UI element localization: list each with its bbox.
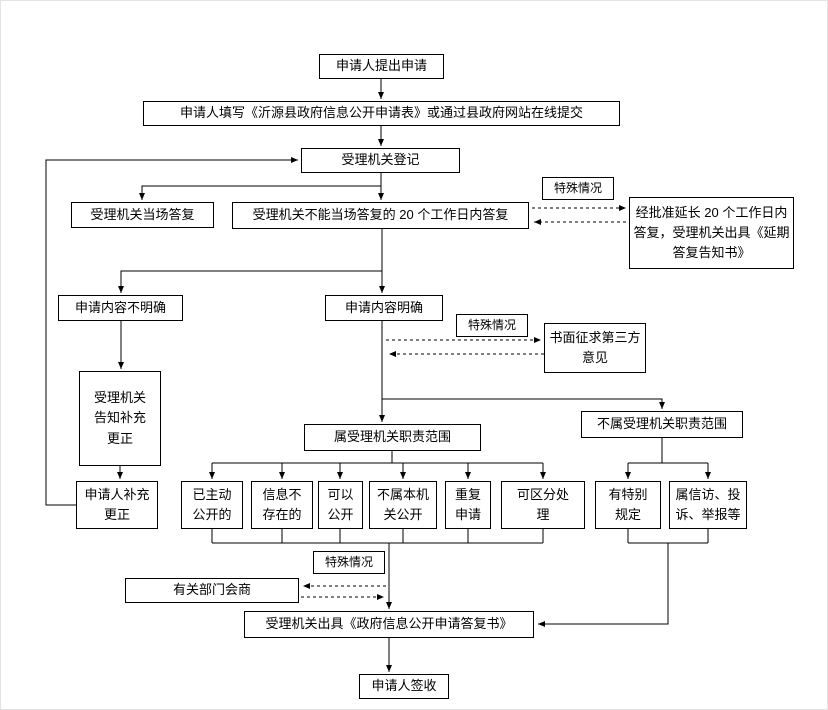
- arrow-right-reply: [538, 543, 669, 627]
- node-not-this-agency: 不属本机关公开: [369, 481, 437, 529]
- node-issue-reply: 受理机关出具《政府信息公开申请答复书》: [244, 611, 534, 638]
- arrow-supplement-register-loop: [45, 157, 298, 506]
- line-right-collect: [627, 529, 709, 544]
- line-results-collect: [211, 529, 544, 544]
- node-separable-handling: 可区分处理: [501, 481, 585, 529]
- node-petition-complaint: 属信访、投诉、举报等: [669, 481, 747, 529]
- node-notify-supplement: 受理机关告知补充更正: [79, 371, 161, 466]
- line-inscope-branch: [212, 451, 543, 464]
- node-fill-form: 申请人填写《沂源县政府信息公开申请表》或通过县政府网站在线提交: [143, 101, 620, 126]
- node-info-not-exist: 信息不存在的: [251, 481, 313, 529]
- node-reply-20days: 受理机关不能当场答复的 20 个工作日内答复: [232, 202, 529, 229]
- node-onspot-reply: 受理机关当场答复: [71, 202, 214, 228]
- node-can-disclose: 可以公开: [318, 481, 363, 529]
- node-repeat-application: 重复申请: [445, 481, 491, 529]
- node-special-provisions: 有特别规定: [595, 481, 661, 529]
- node-register: 受理机关登记: [301, 148, 460, 173]
- arrow-days20-unclear: [118, 229, 383, 293]
- arrow-register-onspot: [139, 185, 381, 200]
- node-special-case-1: 特殊情况: [542, 177, 614, 200]
- node-dept-consult: 有关部门会商: [125, 578, 299, 603]
- node-sign-receipt: 申请人签收: [359, 674, 449, 699]
- line-outscope-branch: [628, 438, 708, 464]
- node-already-published: 已主动公开的: [181, 481, 243, 529]
- node-extend-reply: 经批准延长 20 个工作日内答复，受理机关出具《延期答复告知书》: [629, 197, 794, 269]
- node-out-of-scope: 不属受理机关职责范围: [581, 411, 743, 438]
- node-content-unclear: 申请内容不明确: [58, 295, 183, 321]
- node-special-case-3: 特殊情况: [313, 551, 385, 574]
- node-submit: 申请人提出申请: [319, 54, 444, 79]
- arrow-clear-outscope: [382, 398, 665, 409]
- node-special-case-2: 特殊情况: [456, 314, 528, 337]
- node-content-clear: 申请内容明确: [325, 295, 443, 321]
- node-third-party: 书面征求第三方意见: [544, 323, 646, 373]
- node-applicant-supplement: 申请人补充更正: [76, 481, 158, 529]
- node-in-scope: 属受理机关职责范围: [304, 424, 481, 451]
